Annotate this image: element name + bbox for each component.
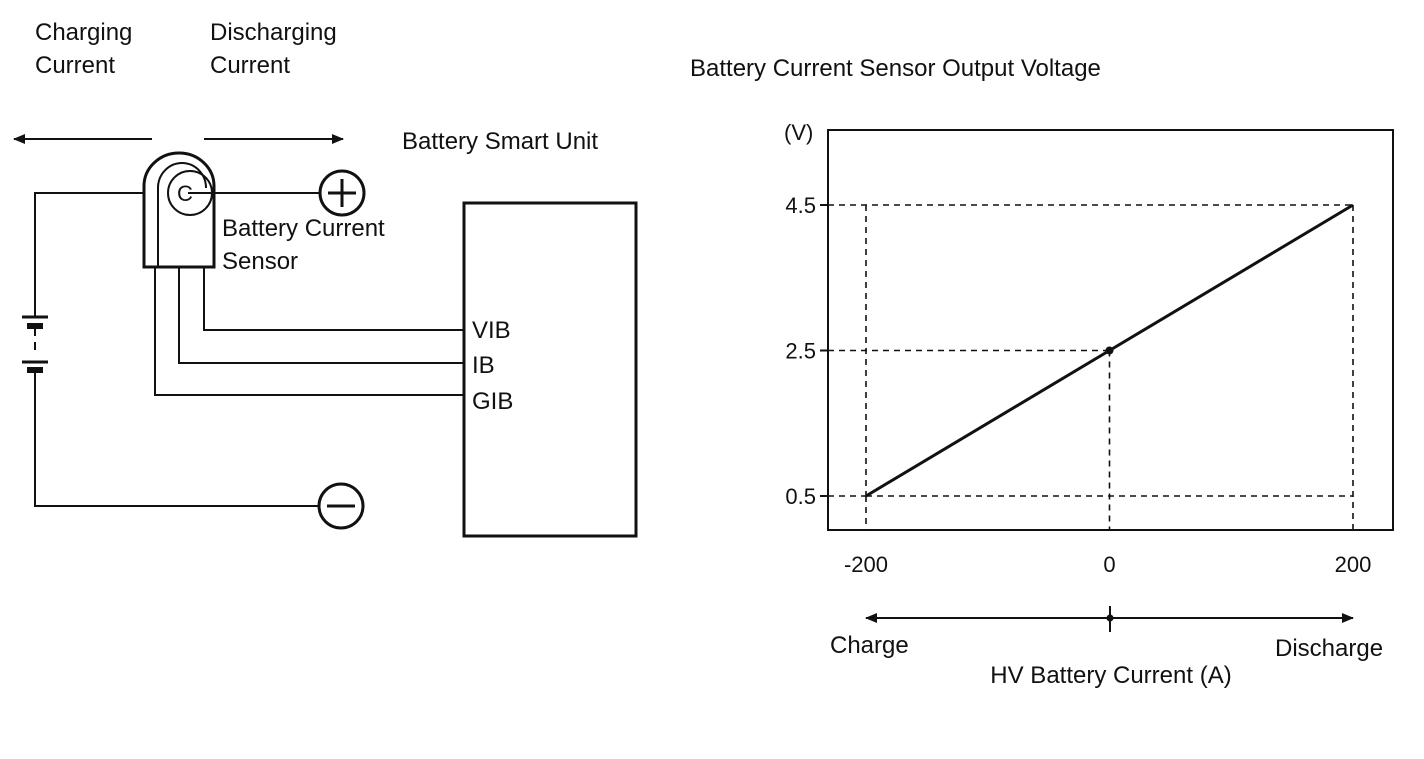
y-tick-label: 2.5 [785, 339, 816, 364]
y-axis-label: (V) [784, 120, 813, 145]
sensor-label-line1: Battery Current [222, 215, 385, 242]
pin-label-ib: IB [472, 352, 495, 379]
circuit-diagram: Charging Current Discharging Current Bat… [13, 19, 638, 538]
discharging-current-label-line1: Discharging [210, 19, 337, 46]
discharge-label: Discharge [1275, 635, 1383, 662]
zero-current-dot [1106, 614, 1114, 622]
pin-label-vib: VIB [472, 317, 511, 344]
y-tick-label: 0.5 [785, 484, 816, 509]
ib-wire [178, 267, 464, 364]
y-tick-label: 4.5 [785, 193, 816, 218]
battery-negative-wire [34, 373, 319, 507]
charging-current-label-line2: Current [35, 52, 115, 79]
sensor-label-line2: Sensor [222, 248, 298, 275]
vib-wire [203, 267, 464, 331]
x-tick-label: 200 [1335, 552, 1372, 577]
output-voltage-chart: Battery Current Sensor Output Voltage (V… [690, 55, 1394, 689]
x-tick-label: -200 [844, 552, 888, 577]
positive-terminal-icon [318, 169, 366, 217]
negative-terminal-icon [317, 482, 365, 530]
hv-battery-icon [22, 315, 48, 373]
sensor-symbol: C [177, 181, 193, 206]
pin-label-gib: GIB [472, 388, 513, 415]
x-axis-label: HV Battery Current (A) [990, 662, 1231, 689]
x-tick-label: 0 [1103, 552, 1115, 577]
charging-current-label-line1: Charging [35, 19, 132, 46]
battery-positive-wire-left [34, 192, 144, 316]
discharging-current-label-line2: Current [210, 52, 290, 79]
battery-smart-unit-box [462, 201, 638, 538]
smart-unit-title: Battery Smart Unit [402, 128, 598, 155]
chart-title: Battery Current Sensor Output Voltage [690, 55, 1101, 82]
gib-wire [154, 267, 464, 396]
plot-frame [827, 129, 1394, 531]
data-point [1105, 346, 1114, 355]
charge-label: Charge [830, 632, 909, 659]
battery-current-sensor-icon: C [142, 151, 216, 269]
